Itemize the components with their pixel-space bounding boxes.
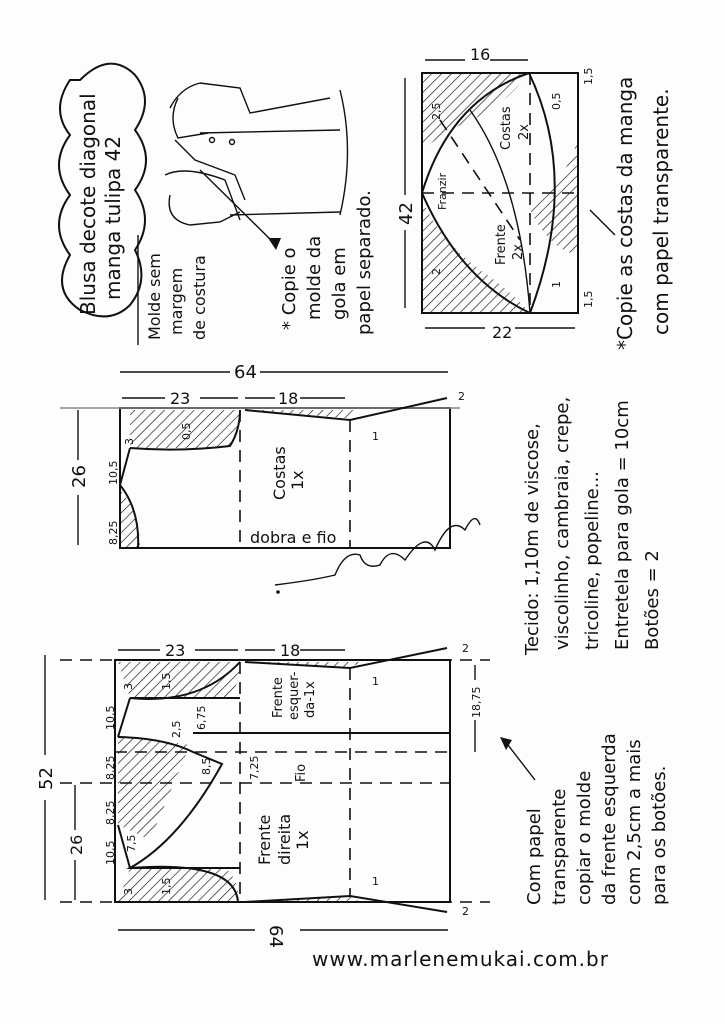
seam-allowance-note: Molde sem margem de costura	[137, 235, 209, 345]
front-mark-2-top: 2	[462, 642, 469, 655]
fabric-line3: tricoline, popeline...	[582, 471, 603, 650]
front-mark-1-5-top: 1,5	[160, 673, 173, 691]
title-line1: Blusa decote diagonal	[76, 93, 100, 315]
back-dim-total: 64	[234, 362, 257, 383]
front-dim-26: 26	[67, 835, 86, 855]
front-note-line5: com 2,5cm a mais	[624, 739, 645, 905]
front-mark-1-top: 1	[372, 675, 379, 688]
front-right-label-2: direita	[275, 814, 294, 865]
front-dim-18: 18	[280, 641, 300, 660]
back-mark-0-5: 0,5	[180, 423, 193, 441]
fabric-line1: Tecido: 1,10m de viscose,	[522, 423, 543, 656]
front-dim-52: 52	[36, 767, 57, 790]
seam-note-line1: Molde sem	[145, 253, 164, 340]
back-mark-2: 2	[458, 390, 465, 403]
front-note-line1: Com papel	[524, 808, 545, 905]
sleeve-label-gather: Franzir	[436, 172, 449, 210]
back-mark-8-25: 8,25	[107, 521, 120, 546]
back-mark-3: 3	[123, 438, 136, 445]
front-mark-10-5-bottom: 10,5	[104, 841, 117, 866]
back-label-qty: 1x	[288, 470, 307, 490]
front-dim-23: 23	[165, 641, 185, 660]
sleeve-dim-length: 42	[396, 202, 417, 225]
back-dim-26: 26	[69, 465, 90, 488]
front-left-label-3: da-1x	[303, 681, 318, 718]
front-note-line6: para os botões.	[649, 766, 670, 905]
collar-note-line1: * Copie o	[279, 247, 300, 330]
back-bodice-pattern: 64 23 18 26 3 0,5 10,5 8,25 1 2 Costas 1…	[60, 362, 465, 549]
website-url: www.marlenemukai.com.br	[312, 947, 609, 971]
sleeve-mark-2-5: 2,5	[430, 103, 443, 121]
sleeve-mark-1: 1	[550, 281, 563, 288]
signature	[274, 517, 481, 594]
front-mark-1-bottom: 1	[372, 875, 379, 888]
back-fold-label: dobra e fio	[250, 528, 336, 547]
grain-label: Fio	[294, 764, 309, 782]
front-dim-64: 64	[265, 925, 286, 948]
front-note-line3: copiar o molde	[574, 771, 595, 905]
back-mark-10-5: 10,5	[107, 461, 120, 486]
sleeve-label-back-qty: 2x	[517, 124, 532, 140]
front-bodice-pattern: 52 26 23 18 64 18,75 3 3 1,5 1,5 10,5 10…	[36, 641, 490, 948]
title-line2: manga tulipa 42	[101, 136, 125, 300]
front-mark-8-5: 8,5	[200, 758, 213, 776]
collar-note: * Copie o molde da gola em papel separad…	[279, 190, 375, 335]
sleeve-label-back: Costas	[499, 106, 514, 150]
fabric-info: Tecido: 1,10m de viscose, viscolinho, ca…	[522, 397, 663, 656]
front-mark-10-5-top: 10,5	[104, 706, 117, 731]
title-cloud: Blusa decote diagonal manga tulipa 42	[58, 62, 147, 318]
back-dim-23: 23	[170, 389, 190, 408]
collar-note-line4: papel separado.	[354, 190, 375, 335]
sleeve-mark-0-5: 0,5	[550, 93, 563, 111]
back-mark-1: 1	[372, 430, 379, 443]
collar-note-line3: gola em	[329, 247, 350, 320]
front-mark-2-bottom: 2	[462, 905, 469, 918]
sleeve-mark-1-5-bottom: 1,5	[582, 291, 595, 309]
fabric-line4: Entretela para gola = 10cm	[612, 400, 633, 650]
front-mark-1-5-bottom: 1,5	[160, 878, 173, 896]
front-mark-7-25: 7,25	[248, 756, 261, 781]
front-mark-8-25-b: 8,25	[104, 801, 117, 826]
collar-note-line2: molde da	[304, 236, 325, 320]
front-dim-18-75: 18,75	[470, 687, 483, 719]
sleeve-dim-top: 16	[470, 45, 490, 64]
front-note-line2: transparente	[549, 789, 570, 905]
front-left-label-2: esquer-	[287, 671, 302, 720]
back-dim-18: 18	[278, 389, 298, 408]
front-mark-3-top: 3	[122, 683, 135, 690]
front-right-label-3: 1x	[293, 830, 312, 850]
front-left-label: Frente	[271, 677, 286, 718]
fabric-line5: Botões = 2	[642, 550, 663, 650]
front-copy-note: Com papel transparente copiar o molde da…	[500, 733, 670, 905]
front-mark-8-25-a: 8,25	[104, 756, 117, 781]
front-mark-6-75: 6,75	[195, 706, 208, 731]
sleeve-note-line1: *Copie as costas da manga	[613, 77, 637, 350]
front-mark-7-5: 7,5	[125, 835, 138, 853]
seam-note-line3: de costura	[190, 255, 209, 340]
sleeve-note: *Copie as costas da manga com papel tran…	[589, 77, 673, 350]
blouse-sketch	[164, 82, 349, 250]
sleeve-note-line2: com papel transparente.	[649, 88, 673, 335]
front-right-label: Frente	[255, 815, 274, 865]
sleeve-label-front-qty: 2x	[511, 244, 526, 260]
fabric-line2: viscolinho, cambraia, crepe,	[552, 397, 573, 650]
front-mark-3-bottom: 3	[122, 888, 135, 895]
back-label: Costas	[270, 446, 289, 500]
sleeve-mark-2: 2	[430, 268, 443, 275]
sleeve-label-front: Frente	[494, 224, 509, 265]
front-note-line4: da frente esquerda	[599, 733, 620, 905]
front-mark-2-5: 2,5	[170, 721, 183, 739]
seam-note-line2: margem	[167, 268, 186, 335]
sleeve-mark-1-5-top: 1,5	[582, 68, 595, 86]
sleeve-pattern: 42 16 22 Costas 2x Frente 2x Franzir 2,5…	[396, 45, 595, 342]
sleeve-dim-bottom: 22	[492, 323, 512, 342]
